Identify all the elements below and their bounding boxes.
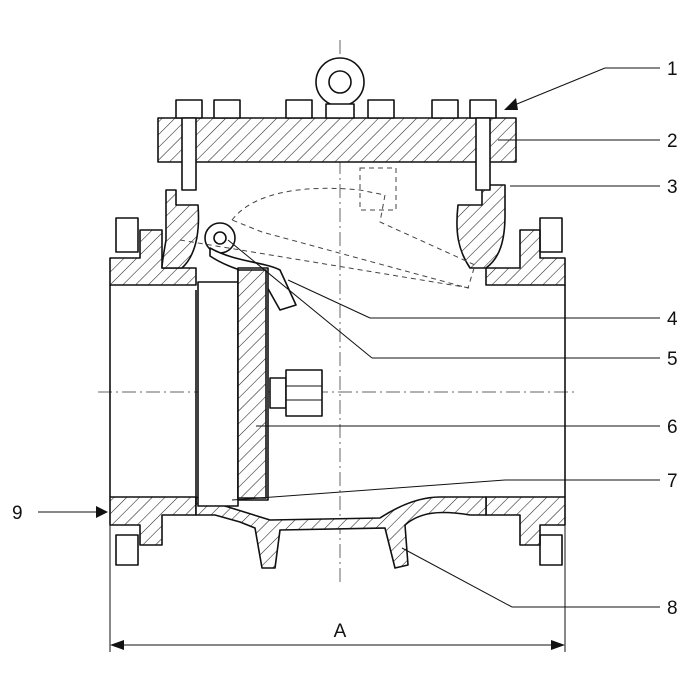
- callout-9: 9: [12, 503, 23, 524]
- leader-lines: [38, 67, 660, 608]
- callout-6: 6: [667, 417, 678, 438]
- disc-nut: [269, 369, 323, 417]
- callout-8: 8: [667, 598, 678, 619]
- callout-5: 5: [667, 349, 678, 370]
- open-position-phantom: [179, 167, 476, 289]
- bolts: [175, 99, 497, 191]
- callout-3: 3: [667, 177, 678, 198]
- bonnet-cover: [157, 57, 517, 163]
- callout-1: 1: [667, 59, 678, 80]
- dimension-label: A: [334, 621, 347, 642]
- dimension-a: A: [109, 525, 566, 652]
- callout-4: 4: [667, 309, 678, 330]
- valve-body: [109, 184, 566, 569]
- hinge-arm: [204, 222, 297, 501]
- callout-7: 7: [667, 471, 678, 492]
- callout-labels: 1 2 3 4 5 6 7 8 9: [12, 59, 678, 619]
- callout-2: 2: [667, 131, 678, 152]
